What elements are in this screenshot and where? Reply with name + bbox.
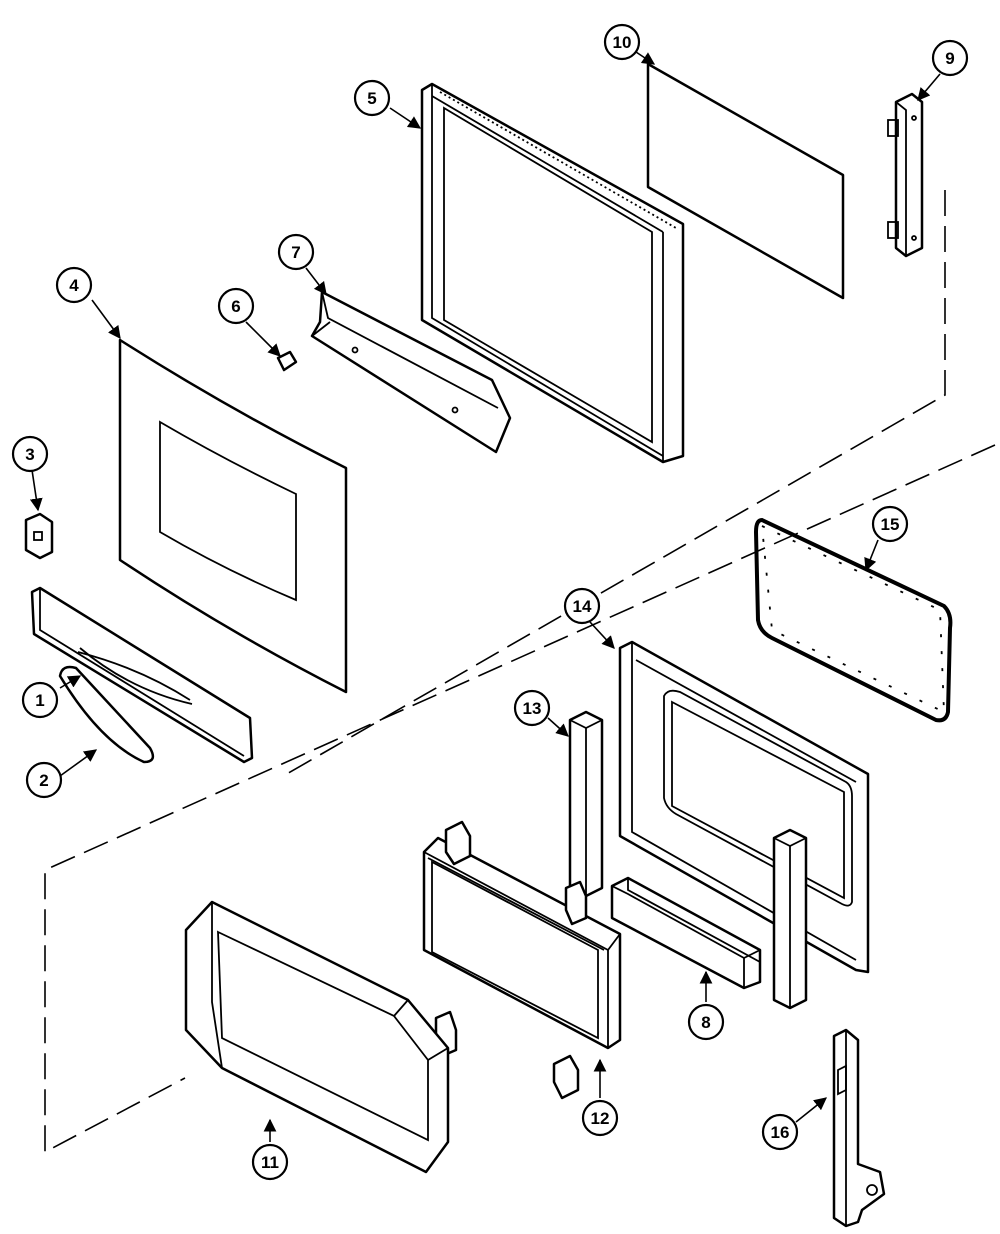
part-10-glass-panel [646, 62, 845, 300]
callout-8: 8 [687, 1003, 725, 1041]
callout-4: 4 [55, 266, 93, 304]
callout-14-label: 14 [573, 597, 592, 616]
callout-3: 3 [11, 435, 49, 473]
part-2-handle [58, 665, 155, 764]
callout-8-label: 8 [701, 1013, 710, 1032]
part-7-trim-channel [310, 290, 512, 454]
callout-15-label: 15 [881, 515, 900, 534]
callout-4-label: 4 [69, 276, 79, 295]
callout-5-label: 5 [367, 89, 376, 108]
part-11-trim-frame [184, 900, 450, 1174]
callout-9: 9 [931, 39, 969, 77]
part-15-gasket [753, 517, 953, 723]
part-13-insulation-block [568, 710, 604, 898]
callout-10: 10 [603, 23, 641, 61]
callout-9-label: 9 [945, 49, 954, 68]
part-16-hinge [832, 1028, 886, 1228]
insulation-block-right [772, 828, 808, 1010]
part-3-bracket [24, 512, 54, 560]
assembly-dashed-lines [44, 190, 996, 1154]
part-5-door-frame [420, 82, 685, 464]
callout-1: 1 [21, 681, 59, 719]
part-4-outer-door-panel [118, 338, 348, 694]
callout-12: 12 [581, 1099, 619, 1137]
callout-2: 2 [25, 761, 63, 799]
callout-11: 11 [251, 1143, 289, 1181]
callout-7: 7 [277, 233, 315, 271]
callout-12-label: 12 [591, 1109, 610, 1128]
callout-leaders [29, 51, 941, 1142]
callout-1-label: 1 [35, 691, 44, 710]
part-12-glass-pack [422, 820, 622, 1100]
callout-6: 6 [217, 287, 255, 325]
callout-10-label: 10 [613, 33, 632, 52]
callout-2-label: 2 [39, 771, 48, 790]
callout-16-label: 16 [771, 1123, 790, 1142]
callout-11-label: 11 [261, 1153, 279, 1172]
callout-13-label: 13 [523, 699, 542, 718]
callout-13: 13 [513, 689, 551, 727]
part-6-clip [276, 350, 298, 372]
part-8-insulation-horizontal [610, 876, 762, 990]
callout-14: 14 [563, 587, 601, 625]
part-9-hinge-bracket [887, 92, 924, 258]
callout-16: 16 [761, 1113, 799, 1151]
callout-3-label: 3 [25, 445, 34, 464]
callout-15: 15 [871, 505, 909, 543]
callout-5: 5 [353, 79, 391, 117]
callout-6-label: 6 [231, 297, 240, 316]
part-1-handle-trim [30, 586, 254, 764]
callout-7-label: 7 [291, 243, 300, 262]
